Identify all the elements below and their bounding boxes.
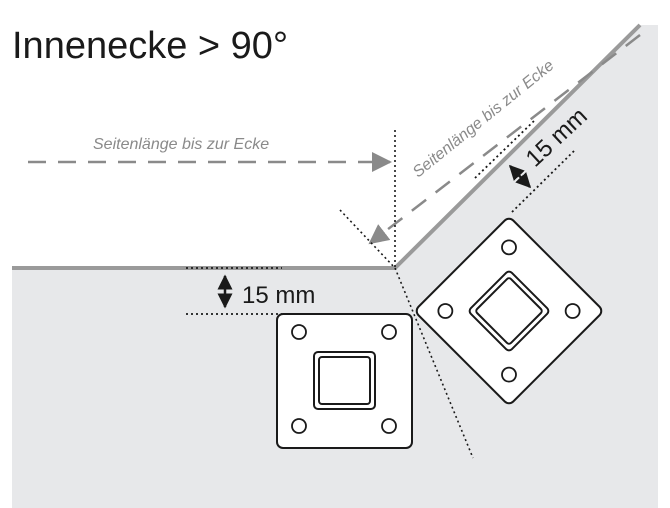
offset-guide-diagonal-a bbox=[474, 119, 536, 179]
bisector-line bbox=[339, 209, 396, 269]
offset-label: 15 mm bbox=[242, 282, 315, 309]
side-length-label: Seitenlänge bis zur Ecke bbox=[93, 136, 269, 153]
mounting-plate-icon bbox=[276, 313, 413, 449]
side-length-dashed-line-diagonal bbox=[368, 34, 641, 245]
double-arrow-icon-diagonal bbox=[508, 164, 532, 189]
plate-separation-line bbox=[394, 267, 474, 459]
page-title: Innenecke > 90° bbox=[12, 25, 288, 67]
mounting-plate-icon-rotated bbox=[415, 217, 603, 405]
